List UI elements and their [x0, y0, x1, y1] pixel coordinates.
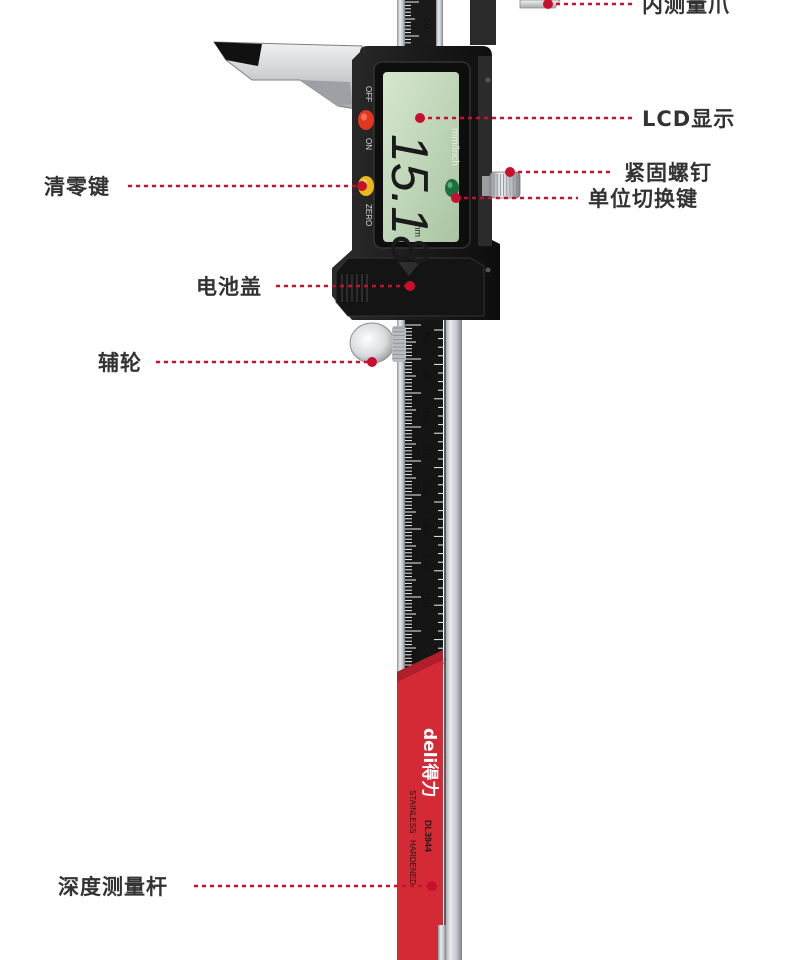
- callout-dot-thumb-wheel: [367, 357, 377, 367]
- scale-number: 140: [420, 554, 431, 571]
- inch-mark-4: 4: [431, 416, 442, 422]
- scale-number: 80: [420, 332, 431, 344]
- callout-dot-unit-key: [451, 193, 461, 203]
- label-zero-key: 清零键: [44, 175, 110, 199]
- mm-label: mm: [408, 648, 419, 665]
- scale-number: 130: [420, 517, 431, 534]
- material-line-1: STAINLESS: [408, 790, 417, 833]
- depth-rod-tip: [438, 925, 446, 960]
- scale-number: 100: [420, 406, 431, 423]
- callout-dot-inner-jaw: [543, 0, 553, 9]
- off-on-button[interactable]: [358, 110, 374, 130]
- callout-dot-lcd: [415, 113, 425, 123]
- inch-mark-5: 5: [431, 530, 442, 536]
- off-label: OFF: [364, 86, 373, 102]
- zero-label: ZERO: [364, 204, 373, 226]
- main-scale-ticks-top: [405, 1, 419, 44]
- brand-logo: deli得力: [419, 728, 440, 797]
- model-number: DL3944: [423, 820, 433, 852]
- callout-dot-depth-rod: [427, 881, 437, 891]
- callout-dots: [357, 0, 553, 891]
- callout-dot-lock-screw: [505, 167, 515, 177]
- label-depth-rod: 深度测量杆: [58, 875, 168, 899]
- callout-dot-battery-cover: [405, 281, 415, 291]
- label-unit-key: 单位切换键: [588, 187, 698, 211]
- unit-switch-button[interactable]: [445, 179, 459, 197]
- lock-screw-knurl: [493, 174, 517, 196]
- lcd-unit: mm: [413, 222, 423, 237]
- label-lock-screw: 紧固螺钉: [624, 161, 712, 185]
- thumb-wheel[interactable]: [349, 322, 406, 364]
- on-label: ON: [364, 138, 373, 150]
- lcd-unit-caption: mm/inch: [449, 128, 460, 166]
- label-lcd: LCD显示: [642, 107, 735, 131]
- scale-number: 120: [420, 480, 431, 497]
- scale-number-top: 10: [421, 18, 432, 30]
- lcd-reading: 15.18: [380, 134, 438, 264]
- callout-dot-zero-key: [357, 181, 367, 191]
- label-inner-jaw: 内测量爪: [642, 0, 730, 17]
- callout-lines: [128, 2, 634, 888]
- scale-number: 110: [420, 443, 431, 459]
- battery-cover-ribs: [341, 274, 368, 302]
- lcd-display: 15.18 mm mm/inch: [373, 61, 471, 264]
- label-thumb-wheel: 辅轮: [98, 351, 142, 375]
- scale-number: 90: [420, 369, 431, 381]
- branding-band: deli得力 STAINLESS HARDENED DL3944: [397, 650, 443, 960]
- thumb-wheel-knurl: [393, 327, 405, 359]
- label-battery-cover: 电池盖: [196, 275, 262, 299]
- inner-jaw-blade: [213, 41, 363, 111]
- material-line-2: HARDENED: [408, 840, 417, 885]
- scale-number: 150: [420, 591, 431, 608]
- main-scale-numbers: 80 90 100 110 120 130 140 150: [420, 332, 431, 608]
